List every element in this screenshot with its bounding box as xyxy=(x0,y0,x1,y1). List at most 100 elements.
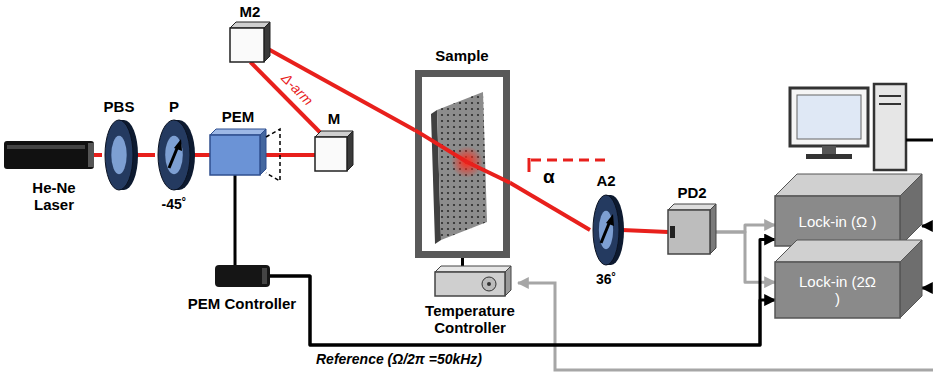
computer xyxy=(790,84,933,170)
lock-in-case-top xyxy=(775,174,922,196)
pem-block-side xyxy=(260,129,266,175)
component-label: M2 xyxy=(240,3,261,20)
polarizer: P-45˚ xyxy=(155,120,193,190)
laser-beam xyxy=(467,162,510,183)
detector-case-side xyxy=(710,204,716,254)
angle-label: α xyxy=(543,166,555,188)
axis-arrowhead xyxy=(606,214,614,226)
controller-case-front xyxy=(435,272,505,296)
ring-aperture xyxy=(165,136,183,175)
laser-body xyxy=(4,141,94,169)
ring-front xyxy=(593,195,619,265)
mirror-top xyxy=(230,22,270,28)
component-label: M xyxy=(328,110,341,127)
laser-source: He-Ne Laser xyxy=(4,141,94,169)
normal-reference-line xyxy=(531,159,606,162)
ring-aperture xyxy=(599,211,613,250)
pc-tower xyxy=(874,84,906,170)
laser-beam xyxy=(260,153,315,157)
lock-in-case-side xyxy=(900,240,922,318)
mirror-front xyxy=(230,28,264,62)
monitor xyxy=(790,88,868,146)
component-label: He-Ne Laser xyxy=(23,179,85,213)
laser-beam xyxy=(510,183,590,230)
detector-case-top xyxy=(668,204,716,210)
laser-beam xyxy=(94,153,102,157)
screen xyxy=(797,95,861,139)
laser-source-shape xyxy=(4,141,94,169)
knob xyxy=(482,277,496,291)
photoelastic-modulator-shape xyxy=(210,135,260,175)
lock-in-amplifier: Lock-in (2Ω ) xyxy=(775,262,900,318)
pem-controller: PEM Controller xyxy=(215,265,270,287)
mirror-shape xyxy=(315,137,347,171)
photoelastic-modulator: PEM xyxy=(210,135,260,175)
component-label: PBS xyxy=(104,98,135,115)
lock-in-case-side xyxy=(900,174,922,246)
box-label: Lock-in (2Ω ) xyxy=(798,273,878,307)
ring-aperture xyxy=(111,136,126,175)
ring-front xyxy=(105,120,133,190)
polarizer-shape xyxy=(155,120,193,190)
angle-mark xyxy=(528,158,531,172)
box-label: Lock-in (Ω ) xyxy=(798,213,878,230)
pem-controller-shape xyxy=(215,265,270,287)
sample-holder-shape xyxy=(415,70,510,258)
axis-arrow xyxy=(601,221,610,243)
component-label: PD2 xyxy=(677,184,706,201)
component-label: P xyxy=(169,98,179,115)
photodetector: PD2 xyxy=(668,210,710,254)
data-wire xyxy=(906,139,933,142)
drive-slot xyxy=(879,103,901,105)
signal-wire xyxy=(234,175,237,265)
analyzer-shape xyxy=(590,195,622,265)
data-wire xyxy=(922,287,932,290)
lock-in-case-front xyxy=(775,196,900,246)
mirror: M xyxy=(315,137,347,171)
monitor-base xyxy=(806,154,852,159)
axis-arrow xyxy=(169,146,178,168)
sample-holder: Sample xyxy=(415,70,510,258)
controller-case-side xyxy=(505,266,511,296)
laser-beam xyxy=(415,130,467,162)
laser-beam xyxy=(193,153,210,157)
beam-splitter: PBS xyxy=(102,120,136,190)
pem-block-top xyxy=(210,129,266,135)
component-label: A2 xyxy=(596,172,615,189)
component-label: PEM Controller xyxy=(188,295,296,312)
photodetector-shape xyxy=(668,210,710,254)
lock-in-case-top xyxy=(775,240,922,262)
detector-window xyxy=(670,226,675,238)
laser-cap xyxy=(88,143,94,167)
laser-beam xyxy=(622,230,668,232)
lock-in-amplifier: Lock-in (Ω ) xyxy=(775,196,900,246)
drive-slot xyxy=(879,95,901,97)
laser-highlight xyxy=(7,145,85,149)
component-label: PEM xyxy=(222,108,255,125)
beam-label: Δ-arm xyxy=(278,70,317,109)
mirror-side xyxy=(264,22,270,62)
controller-case-top xyxy=(435,266,511,272)
axis-arrowhead xyxy=(174,139,182,151)
component-label: Sample xyxy=(435,47,488,64)
temperature-controller: Temperature Controller xyxy=(435,272,505,296)
mirror: M2 xyxy=(230,28,264,62)
beam-splitter-shape xyxy=(102,120,136,190)
pem-oscillation-outline xyxy=(266,129,280,181)
analyzer: A236˚ xyxy=(590,195,622,265)
knob-center xyxy=(487,282,491,286)
component-label: Temperature Controller xyxy=(415,302,525,336)
monitor-stand xyxy=(822,146,836,154)
sample-frame xyxy=(419,74,507,255)
controller-body xyxy=(215,265,270,287)
laser-beam xyxy=(264,47,415,130)
component-label: 36˚ xyxy=(596,271,616,288)
mirror-front xyxy=(315,137,347,171)
reference-label: Reference (Ω/2π =50kHz) xyxy=(316,351,482,367)
component-label: -45˚ xyxy=(162,196,187,213)
laser-beam xyxy=(136,153,155,157)
mirror-side xyxy=(347,131,353,171)
controller-panel xyxy=(262,268,267,284)
mirror-shape xyxy=(230,28,264,62)
